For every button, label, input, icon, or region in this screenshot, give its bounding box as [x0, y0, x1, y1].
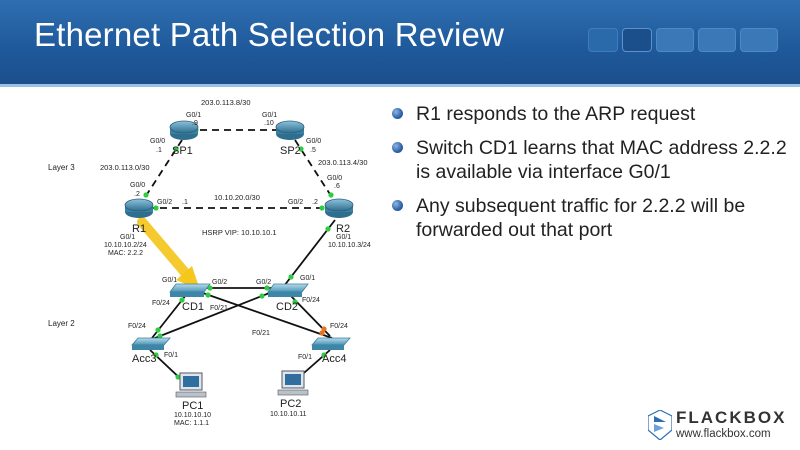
bullet-icon	[392, 108, 403, 119]
network-sp1-r1: 203.0.113.0/30	[100, 163, 150, 172]
network-sp1-sp2: 203.0.113.8/30	[201, 98, 251, 107]
device-sp2: SP2	[280, 145, 301, 157]
bullet-text: R1 responds to the ARP request	[416, 103, 696, 125]
link-cd2-acc3	[149, 291, 273, 341]
r1-g02-ip: .1	[182, 199, 188, 206]
sp1-g00-ip: .1	[156, 147, 162, 154]
r1-g00-ip: .2	[134, 191, 140, 198]
title-bar: Ethernet Path Selection Review	[0, 0, 800, 84]
interface-labels: G0/1 .9 G0/0 .1 G0/1 .10 G0/0 .5 G0/0 .2…	[104, 112, 371, 427]
device-sp1: SP1	[172, 145, 193, 157]
bullet-text: Any subsequent traffic for 2.2.2 will be…	[416, 195, 746, 241]
pc-icon	[277, 370, 309, 396]
bullet-icon	[392, 142, 403, 153]
cd1-f024: F0/24	[152, 300, 170, 307]
cd1-g01: G0/1	[162, 277, 177, 284]
device-pc2: PC2	[280, 398, 301, 410]
cd1-f021: F0/21	[210, 305, 228, 312]
bullet-icon	[392, 200, 403, 211]
brand-url: www.flackbox.com	[676, 428, 771, 440]
hsrp-vip: HSRP VIP: 10.10.10.1	[202, 228, 277, 237]
layer2-label: Layer 2	[48, 319, 75, 328]
device-cd2: CD2	[276, 301, 298, 313]
network-r1-r2: 10.10.20.0/30	[214, 193, 260, 202]
pc-icon	[175, 372, 207, 398]
cd2-g02: G0/2	[256, 279, 271, 286]
router-icon	[275, 120, 305, 140]
device-cd1: CD1	[182, 301, 204, 313]
r1-g02: G0/2	[157, 199, 172, 206]
r1-ip: 10.10.10.2/24	[104, 242, 147, 249]
device-acc3: Acc3	[132, 353, 156, 365]
pc2-ip: 10.10.10.11	[270, 411, 307, 418]
bullet-list: R1 responds to the ARP request Switch CD…	[388, 102, 788, 252]
switch-icon	[311, 337, 351, 350]
slide-title: Ethernet Path Selection Review	[34, 16, 505, 53]
acc4-f024: F0/24	[330, 323, 348, 330]
sp2-g00: G0/0	[306, 138, 321, 145]
router-icon	[324, 198, 354, 218]
network-sp2-r2: 203.0.113.4/30	[318, 158, 368, 167]
acc4-f01: F0/1	[298, 354, 312, 361]
router-icon	[169, 120, 199, 140]
sp1-g01: G0/1	[186, 112, 201, 119]
switch-icon	[131, 337, 171, 350]
link-lights	[143, 127, 334, 380]
r1-mac: MAC: 2.2.2	[108, 250, 143, 257]
bullet-item: Any subsequent traffic for 2.2.2 will be…	[388, 194, 788, 242]
bullet-item: Switch CD1 learns that MAC address 2.2.2…	[388, 136, 788, 184]
network-diagram: Layer 3 Layer 2 203.0.113.8/30 203.0.113…	[48, 98, 371, 427]
acc3-f01: F0/1	[164, 352, 178, 359]
switch-icon	[267, 283, 309, 297]
r2-ip: 10.10.10.3/24	[328, 242, 371, 249]
r2-g02: G0/2	[288, 199, 303, 206]
layer3-label: Layer 3	[48, 163, 75, 172]
router-icon	[124, 198, 154, 218]
device-pc1: PC1	[182, 400, 203, 412]
cd2-f024: F0/24	[302, 297, 320, 304]
sp2-g01: G0/1	[262, 112, 277, 119]
acc3-f024: F0/24	[128, 323, 146, 330]
bullet-text: Switch CD1 learns that MAC address 2.2.2…	[416, 137, 787, 183]
brand-name: FLACKBOX	[676, 408, 787, 427]
bullet-item: R1 responds to the ARP request	[388, 102, 788, 126]
r2-g00-ip: .6	[334, 183, 340, 190]
device-acc4: Acc4	[322, 353, 346, 365]
r1-g01: G0/1	[120, 234, 135, 241]
title-underline	[0, 84, 800, 87]
link-cd1-acc4	[199, 291, 333, 339]
pc1-mac: MAC: 1.1.1	[174, 420, 209, 427]
r1-g00: G0/0	[130, 182, 145, 189]
r2-g00: G0/0	[327, 175, 342, 182]
r2-g02-ip: .2	[312, 199, 318, 206]
sp1-g00: G0/0	[150, 138, 165, 145]
device-r1: R1	[132, 223, 146, 235]
cd2-g01: G0/1	[300, 275, 315, 282]
pc1-ip: 10.10.10.10	[174, 412, 211, 419]
sp2-g00-ip: .5	[310, 147, 316, 154]
device-r2: R2	[336, 223, 350, 235]
sp2-g01-ip: .10	[264, 120, 274, 127]
r2-g01: G0/1	[336, 234, 351, 241]
sp1-g01-ip: .9	[192, 120, 198, 127]
cd1-g02: G0/2	[212, 279, 227, 286]
flackbox-logo-icon	[648, 410, 672, 440]
cd2-f021: F0/21	[252, 330, 270, 337]
switch-icon	[169, 283, 211, 297]
